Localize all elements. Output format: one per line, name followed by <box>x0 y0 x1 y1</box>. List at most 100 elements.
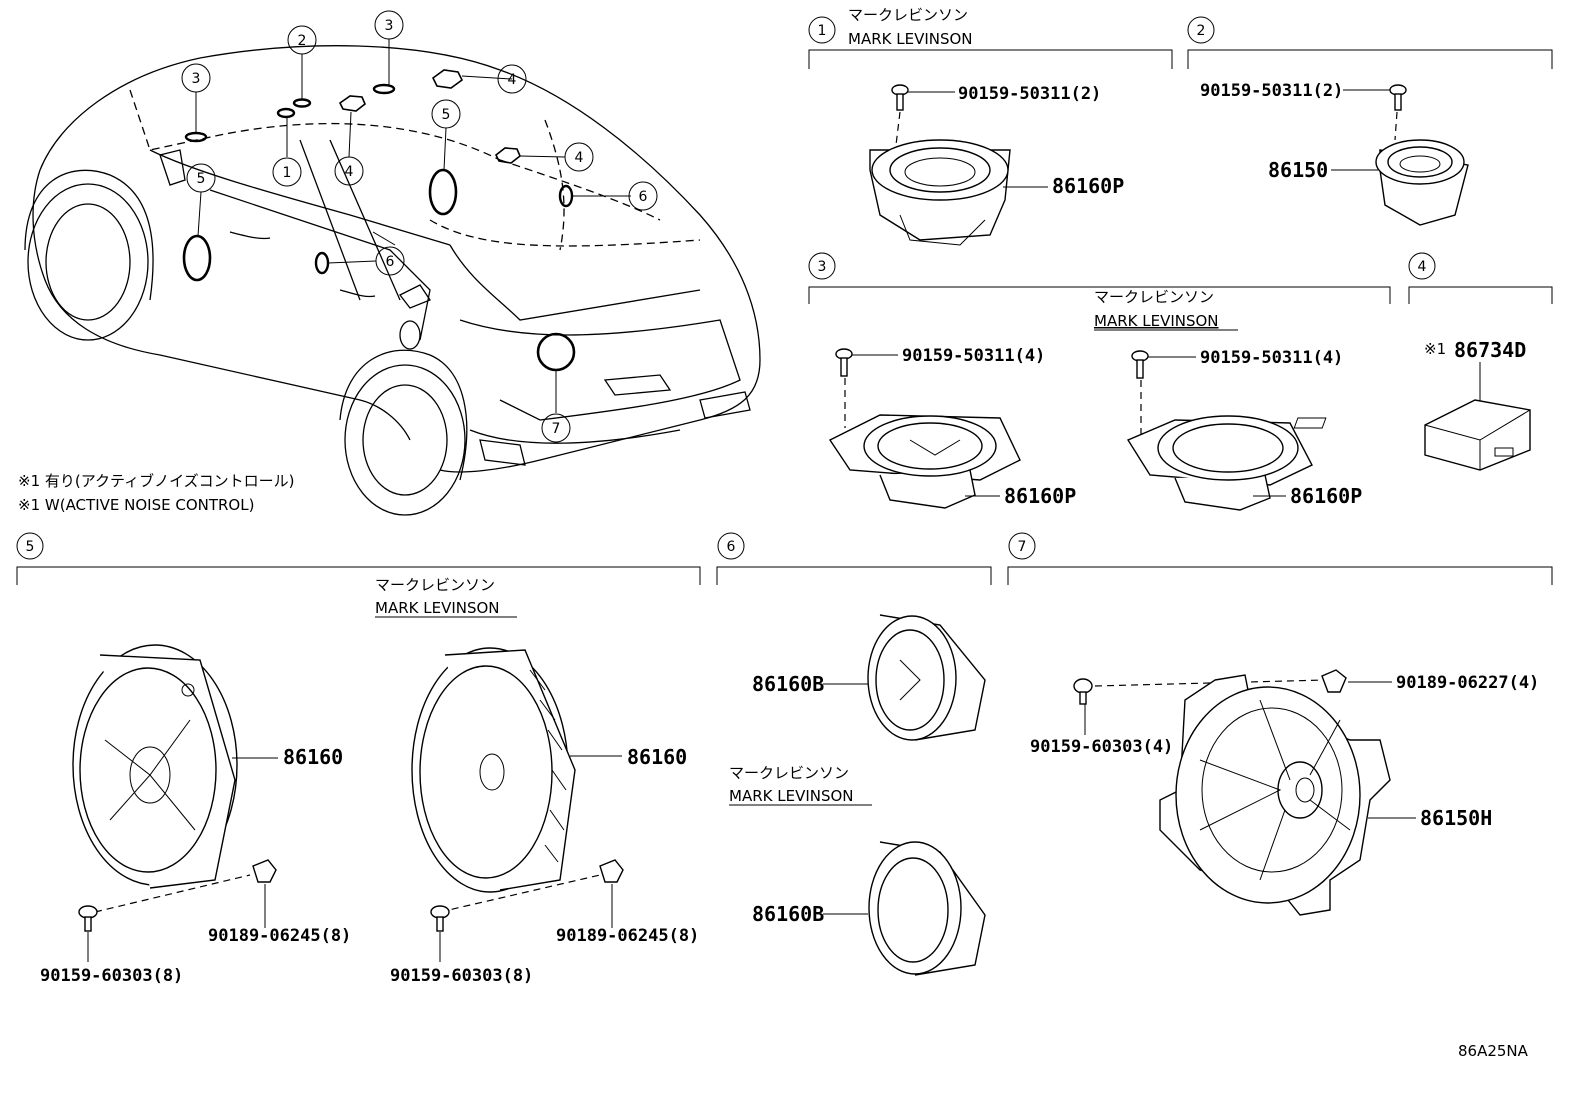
group-5-left-clip-label: 90189-06245(8) <box>208 926 351 946</box>
callout-5-left: 5 <box>186 163 216 193</box>
group-4-anc-module <box>1293 399 1531 471</box>
group-1-brand-jp: マークレビンソン <box>848 6 968 24</box>
group-1-part-label: 86160P <box>1052 174 1124 198</box>
group-3-badge <box>808 252 836 280</box>
svg-text:3: 3 <box>385 18 394 34</box>
svg-text:4: 4 <box>345 164 354 180</box>
group-7-screw-label: 90159-60303(4) <box>1030 737 1173 757</box>
group-7-screw <box>1073 678 1326 735</box>
group-5-left-screw-label: 90159-60303(8) <box>40 966 183 986</box>
group-3-brand-en: MARK LEVINSON <box>1094 312 1219 330</box>
group-7-clip-label: 90189-06227(4) <box>1396 673 1539 693</box>
svg-text:6: 6 <box>386 254 395 270</box>
group-1-brand-en: MARK LEVINSON <box>848 30 973 48</box>
group-1-badge <box>808 16 836 44</box>
group-6-brand-jp: マークレビンソン <box>729 764 849 782</box>
group-6-bottom-part-label: 86160B <box>752 902 824 926</box>
group-5-brand-en: MARK LEVINSON <box>375 599 500 617</box>
group-5-badge <box>16 532 44 560</box>
group-6: 6 86160B マークレビンソン MARK LEVINSON 86160B <box>716 532 992 976</box>
group-1-tweeter <box>869 139 1048 246</box>
svg-text:2: 2 <box>298 33 307 49</box>
group-1-screw <box>891 84 955 146</box>
vehicle-overview: 3 2 3 4 5 4 4 <box>18 10 761 516</box>
group-3-left-part-label: 86160P <box>1004 484 1076 508</box>
group-3-right-screw-label: 90159-50311(4) <box>1200 348 1343 368</box>
group-3-right-part-label: 86160P <box>1290 484 1362 508</box>
group-5-number: 5 <box>26 539 35 555</box>
group-3-number: 3 <box>818 259 827 275</box>
group-3-left-speaker <box>828 414 1021 509</box>
svg-text:3: 3 <box>192 71 201 87</box>
callout-5-center: 5 <box>431 99 461 129</box>
group-2-part-label: 86150 <box>1268 158 1328 182</box>
svg-text:6: 6 <box>639 189 648 205</box>
group-5-right-clip-label: 90189-06245(8) <box>556 926 699 946</box>
vehicle-outline <box>24 45 761 516</box>
svg-text:4: 4 <box>508 72 517 88</box>
group-5-left-part-label: 86160 <box>283 745 343 769</box>
callout-6-right: 6 <box>628 181 658 211</box>
note-en: ※1 W(ACTIVE NOISE CONTROL) <box>18 496 254 514</box>
group-5-bracket <box>16 566 701 585</box>
group-3-right-screw <box>1131 350 1196 440</box>
group-5-right-woofer <box>411 647 622 913</box>
group-7-bracket <box>1007 566 1553 585</box>
group-1-bracket <box>808 49 1173 69</box>
diagram-code: 86A25NA <box>1458 1042 1529 1060</box>
group-4-bracket <box>1408 286 1553 304</box>
group-7: 7 90159-60303(4) 90189-06227(4) 86150H <box>1007 532 1553 916</box>
group-3-left-screw <box>835 348 898 428</box>
group-5-left-woofer <box>72 644 278 913</box>
note-jp: ※1 有り(アクティブノイズコントロール) <box>18 472 295 490</box>
group-5-left-clip <box>252 859 277 928</box>
group-4-badge <box>1408 252 1436 280</box>
group-7-subwoofer <box>1159 674 1416 916</box>
vehicle-leaders <box>195 39 631 413</box>
group-2-screw-label: 90159-50311(2) <box>1200 81 1343 101</box>
callout-4-top: 4 <box>497 64 527 94</box>
group-6-number: 6 <box>727 539 736 555</box>
group-5-right-clip <box>599 859 624 928</box>
svg-text:7: 7 <box>552 421 561 437</box>
callout-3-left: 3 <box>181 63 211 93</box>
group-3-left-screw-label: 90159-50311(4) <box>902 346 1045 366</box>
group-4: 4 ※1 86734D <box>1293 252 1553 471</box>
svg-text:5: 5 <box>197 171 206 187</box>
group-3-right-speaker <box>1126 415 1313 511</box>
group-5: 5 マークレビンソン MARK LEVINSON 86160 90189-062… <box>16 532 701 986</box>
group-6-brand-en: MARK LEVINSON <box>729 787 854 805</box>
group-5-left-screw <box>78 905 98 962</box>
callout-7: 7 <box>541 413 571 443</box>
group-7-badge <box>1008 532 1036 560</box>
group-6-top-speaker <box>823 614 986 741</box>
group-4-mark: ※1 <box>1424 340 1446 358</box>
svg-text:4: 4 <box>575 150 584 166</box>
group-6-bottom-speaker <box>823 841 986 976</box>
group-3: 3 マークレビンソン MARK LEVINSON 90159-50311(4) … <box>808 252 1391 511</box>
group-1-number: 1 <box>818 23 827 39</box>
group-6-top-part-label: 86160B <box>752 672 824 696</box>
group-2-tweeter <box>1331 139 1469 226</box>
callout-6-left: 6 <box>375 246 405 276</box>
group-7-number: 7 <box>1018 539 1027 555</box>
group-5-brand-jp: マークレビンソン <box>375 576 495 594</box>
group-2-badge <box>1187 16 1215 44</box>
callout-4-right: 4 <box>564 142 594 172</box>
group-1-screw-label: 90159-50311(2) <box>958 84 1101 104</box>
group-7-clip <box>1321 669 1392 693</box>
group-3-bracket <box>808 286 1391 304</box>
group-6-bracket <box>716 566 992 585</box>
group-2-screw <box>1343 84 1407 141</box>
vehicle-callouts: 3 2 3 4 5 4 4 <box>181 10 658 443</box>
group-2: 2 90159-50311(2) 86150 <box>1187 16 1553 226</box>
group-3-brand-jp: マークレビンソン <box>1094 288 1214 306</box>
group-5-right-screw-label: 90159-60303(8) <box>390 966 533 986</box>
group-6-badge <box>717 532 745 560</box>
speaker-locators <box>182 69 576 372</box>
callout-2: 2 <box>287 25 317 55</box>
svg-text:1: 1 <box>283 165 292 181</box>
group-1: 1 マークレビンソン MARK LEVINSON 90159-50311(2) … <box>808 6 1173 246</box>
callout-4-mid: 4 <box>334 156 364 186</box>
